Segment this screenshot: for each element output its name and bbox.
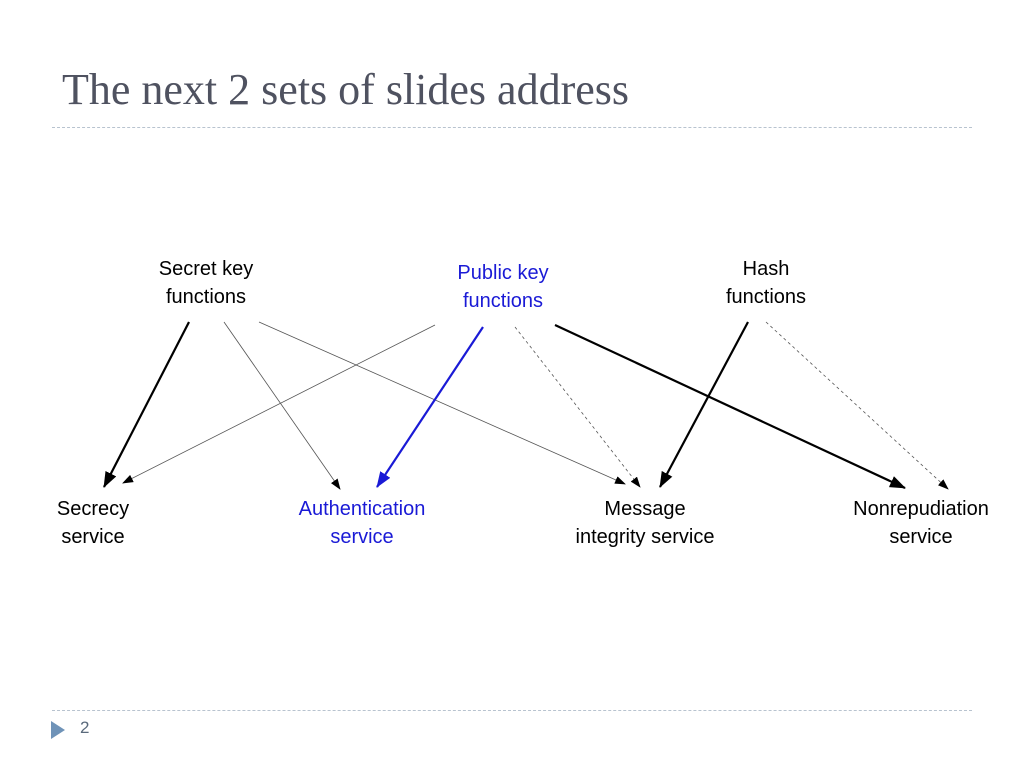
arrow-public-to-integrity bbox=[514, 326, 641, 488]
node-authentication-service: Authentication service bbox=[298, 498, 426, 548]
node-nonrepudiation-service: Nonrepudiation service bbox=[853, 498, 989, 548]
node-hash-functions: Hash functions bbox=[725, 258, 807, 308]
page-number: 2 bbox=[80, 718, 90, 737]
arrow-public-to-auth bbox=[376, 326, 484, 488]
footer-divider bbox=[52, 710, 972, 711]
node-secrecy-service: Secrecy service bbox=[56, 498, 130, 548]
arrow-secret-to-integrity bbox=[258, 321, 626, 485]
arrow-public-to-secrecy bbox=[122, 324, 436, 484]
arrow-secret-to-auth bbox=[223, 321, 341, 490]
arrow-public-to-nonrep bbox=[554, 324, 906, 489]
slide-title: The next 2 sets of slides address bbox=[62, 65, 629, 114]
title-divider bbox=[52, 127, 972, 128]
arrow-hash-to-nonrep bbox=[765, 321, 949, 490]
arrow-secret-to-secrecy bbox=[103, 321, 190, 488]
node-public-key-functions: Public key functions bbox=[457, 262, 549, 312]
triangle-bullet-icon bbox=[51, 721, 65, 739]
node-secret-key-functions: Secret key functions bbox=[158, 258, 254, 308]
arrow-hash-to-integrity bbox=[659, 321, 749, 488]
node-message-integrity-service: Message integrity service bbox=[575, 498, 715, 548]
edge-layer bbox=[103, 321, 949, 490]
